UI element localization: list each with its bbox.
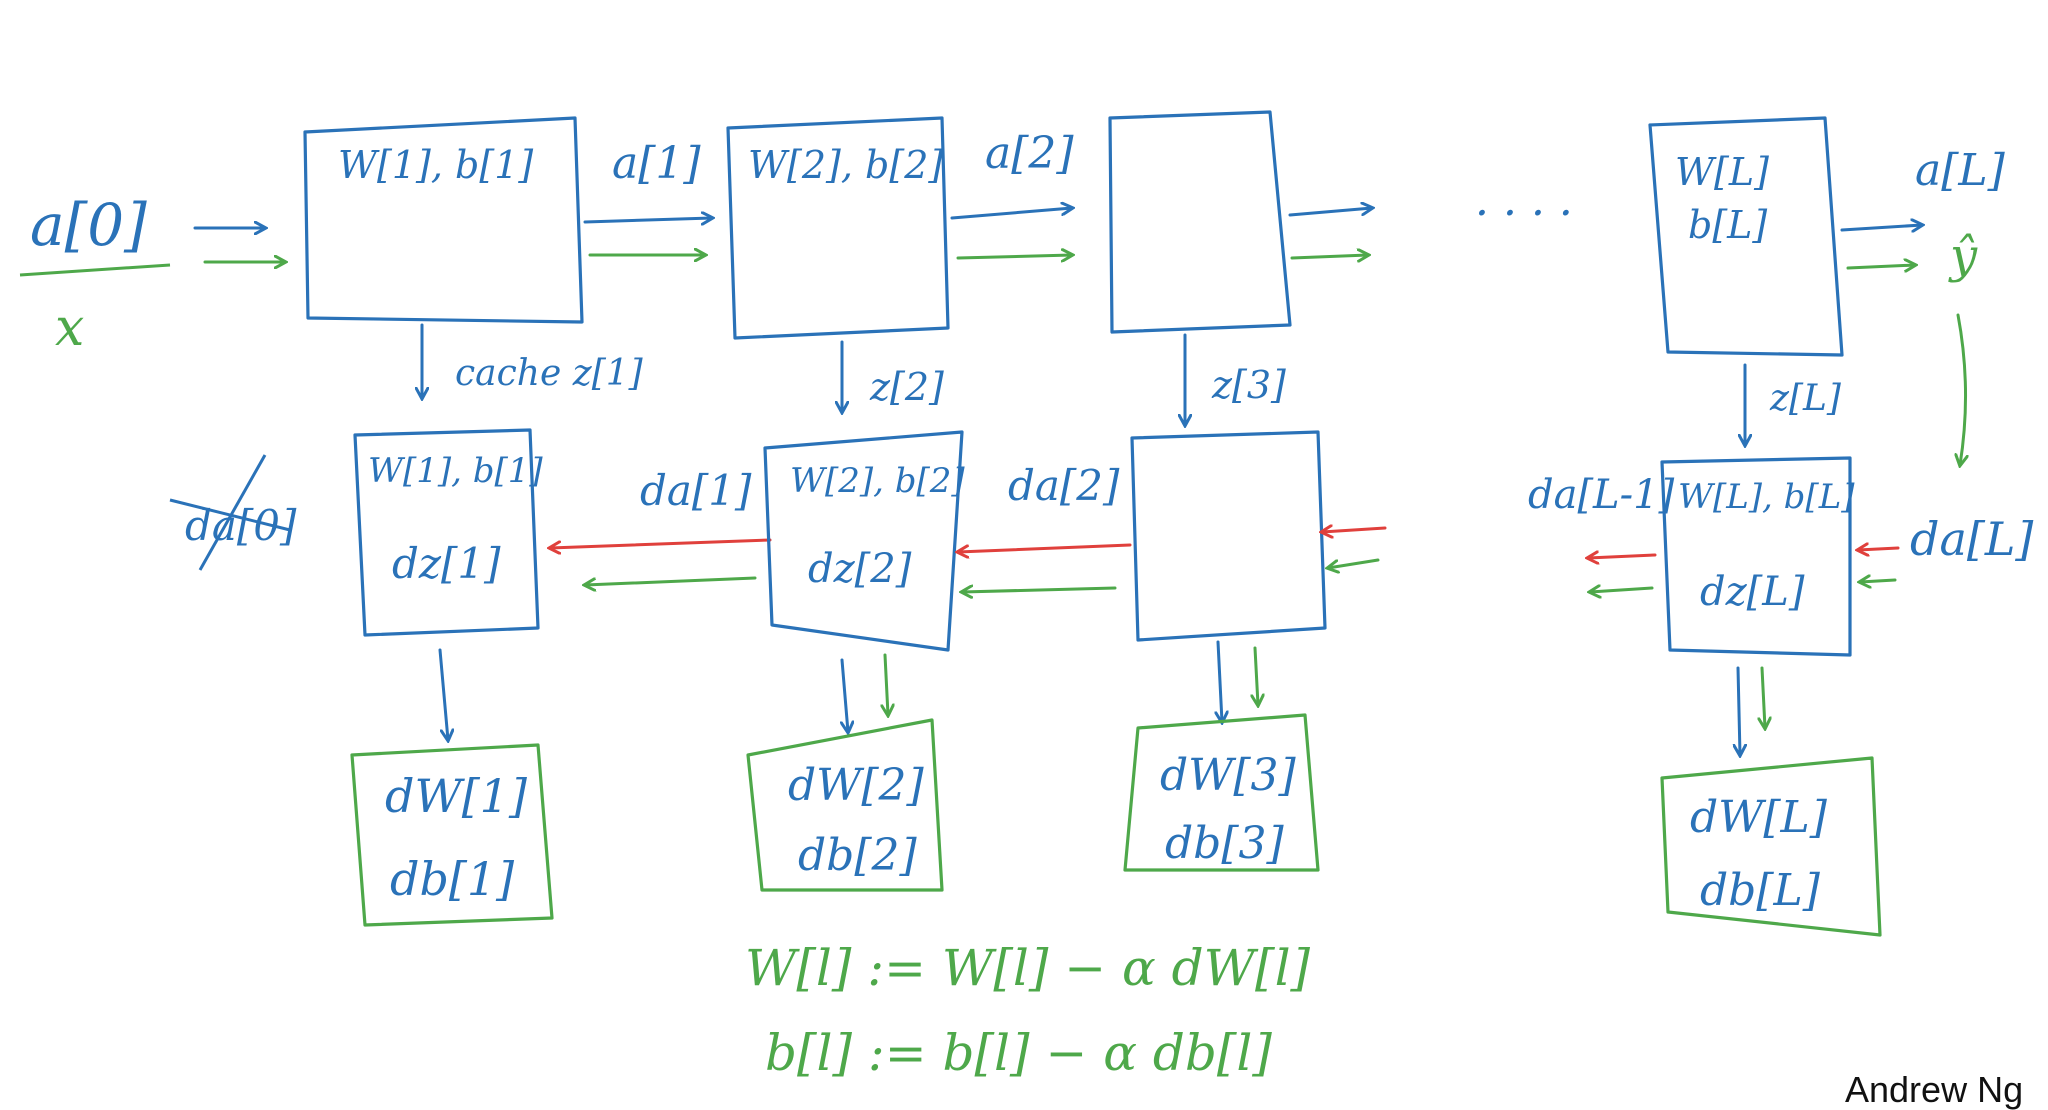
gradient-dw-3: dW[3] xyxy=(1160,750,1297,801)
author-credit: Andrew Ng xyxy=(1845,1069,2023,1110)
backward-layer-2: W[2], b[2] dz[2] da[2] xyxy=(763,430,1132,732)
input-divider-line xyxy=(19,263,171,277)
gradient-box-outline-2 xyxy=(746,718,944,892)
input-a0-label: a[0] xyxy=(30,191,147,259)
grad-arrow-L-green xyxy=(1762,666,1765,728)
forward-yhat-L: ŷ xyxy=(1948,228,1978,284)
gradient-box-outline-L xyxy=(1660,756,1882,937)
forward-params-1: W[1], b[1] xyxy=(338,143,533,187)
gradient-db-1: db[1] xyxy=(390,852,514,906)
cache-label-L: z[L] xyxy=(1769,378,1842,419)
grad-arrow-L-blue xyxy=(1738,666,1740,755)
input-group: a[0] x xyxy=(19,191,285,358)
backward-dz-1: dz[1] xyxy=(392,539,501,588)
gradient-db-2: db[2] xyxy=(798,830,917,881)
forward-arrow-L-blue xyxy=(1840,225,1922,230)
backward-dz-L: dz[L] xyxy=(1700,569,1805,615)
backward-box-2 xyxy=(763,430,964,652)
forward-layer-2: W[2], b[2] a[2] z[2] xyxy=(726,116,1074,412)
cache-label-1: cache z[1] xyxy=(455,353,644,394)
backward-arrow-3-red xyxy=(1322,528,1387,532)
forward-box-L xyxy=(1648,116,1844,357)
gradient-box-L: dW[L] db[L] xyxy=(1660,756,1882,937)
forward-act-L: a[L] xyxy=(1915,145,2006,196)
forward-arrow-2-blue xyxy=(950,208,1072,220)
forward-box-3 xyxy=(1108,110,1292,334)
backward-box-3 xyxy=(1130,430,1327,642)
grad-arrow-2-blue xyxy=(842,658,848,732)
da0-strike-2 xyxy=(198,454,267,571)
backward-da-in-2: da[2] xyxy=(1008,461,1120,510)
backward-params-1: W[1], b[1] xyxy=(368,451,543,491)
backward-arrow-L-in-red xyxy=(1858,548,1900,550)
forward-box-2 xyxy=(726,116,950,340)
gradient-box-3: dW[3] db[3] xyxy=(1123,713,1320,872)
backward-arrow-1-green xyxy=(585,576,757,585)
gradient-db-3: db[3] xyxy=(1165,818,1284,869)
update-rules: W[l] := W[l] − α dW[l] b[l] := b[l] − α … xyxy=(745,939,1311,1082)
grad-arrow-2-green xyxy=(885,653,888,715)
backward-box-L xyxy=(1660,456,1852,657)
forward-params-L-w: W[L] xyxy=(1675,150,1769,194)
backward-layer-L: W[L], b[L] dz[L] da[L] da[L-1] xyxy=(1528,456,2033,755)
forward-arrow-2-green xyxy=(956,255,1072,258)
backward-arrow-L-out-green xyxy=(1590,588,1654,592)
gradient-db-L: db[L] xyxy=(1700,865,1821,916)
forward-params-L-b: b[L] xyxy=(1688,203,1767,247)
update-rule-b: b[l] := b[l] − α db[l] xyxy=(765,1024,1272,1082)
backward-layer-1: W[1], b[1] dz[1] da[0] da[1] xyxy=(169,428,772,740)
backward-box-1 xyxy=(353,428,540,637)
forward-arrow-1-blue xyxy=(583,218,712,222)
forward-layer-L: W[L] b[L] a[L] ŷ z[L] xyxy=(1648,116,2006,465)
cache-label-2: z[2] xyxy=(869,365,944,409)
cache-label-3: z[3] xyxy=(1211,363,1286,407)
backward-arrow-L-out-red xyxy=(1588,555,1657,558)
gradient-dw-L: dW[L] xyxy=(1690,792,1828,843)
forward-layer-3: z[3] xyxy=(1108,110,1372,425)
backward-params-2: W[2], b[2] xyxy=(790,461,965,501)
gradient-box-outline-1 xyxy=(350,743,554,927)
forward-arrow-L-green xyxy=(1846,265,1915,268)
backward-arrow-2-red xyxy=(958,543,1132,552)
grad-arrow-1 xyxy=(438,648,448,740)
forward-layer-1: W[1], b[1] a[1] cache z[1] xyxy=(303,116,712,398)
update-rule-w: W[l] := W[l] − α dW[l] xyxy=(745,939,1311,997)
backward-da-out-L: da[L-1] xyxy=(1528,472,1675,518)
forward-arrow-3-blue xyxy=(1288,208,1372,217)
input-x-label: x xyxy=(55,298,84,358)
forward-params-2: W[2], b[2] xyxy=(748,143,943,187)
backward-params-L: W[L], b[L] xyxy=(1678,477,1855,517)
layers-ellipsis: · · · · xyxy=(1475,188,1573,239)
gradient-box-1: dW[1] db[1] xyxy=(350,743,554,927)
backward-arrow-2-green xyxy=(962,588,1117,592)
loss-turnaround-arrow xyxy=(1958,313,1966,465)
backward-arrow-1-red xyxy=(550,538,772,548)
grad-arrow-3-blue xyxy=(1218,640,1222,722)
backward-da-in-1: da[1] xyxy=(640,466,752,515)
backward-layer-3 xyxy=(1130,430,1387,722)
backward-da-in-L: da[L] xyxy=(1910,512,2033,566)
backward-dz-2: dz[2] xyxy=(808,546,912,592)
backward-arrow-3-green xyxy=(1328,558,1380,568)
gradient-box-2: dW[2] db[2] xyxy=(746,718,944,892)
gradient-dw-2: dW[2] xyxy=(788,760,925,811)
forward-arrow-3-green xyxy=(1290,255,1368,258)
backward-arrow-L-in-green xyxy=(1860,580,1897,582)
forward-act-2: a[2] xyxy=(985,128,1074,179)
grad-arrow-3-green xyxy=(1255,646,1258,705)
forward-act-1: a[1] xyxy=(612,138,701,189)
forward-box-1 xyxy=(303,116,584,324)
gradient-dw-1: dW[1] xyxy=(385,769,527,823)
gradient-box-outline-3 xyxy=(1123,713,1320,872)
